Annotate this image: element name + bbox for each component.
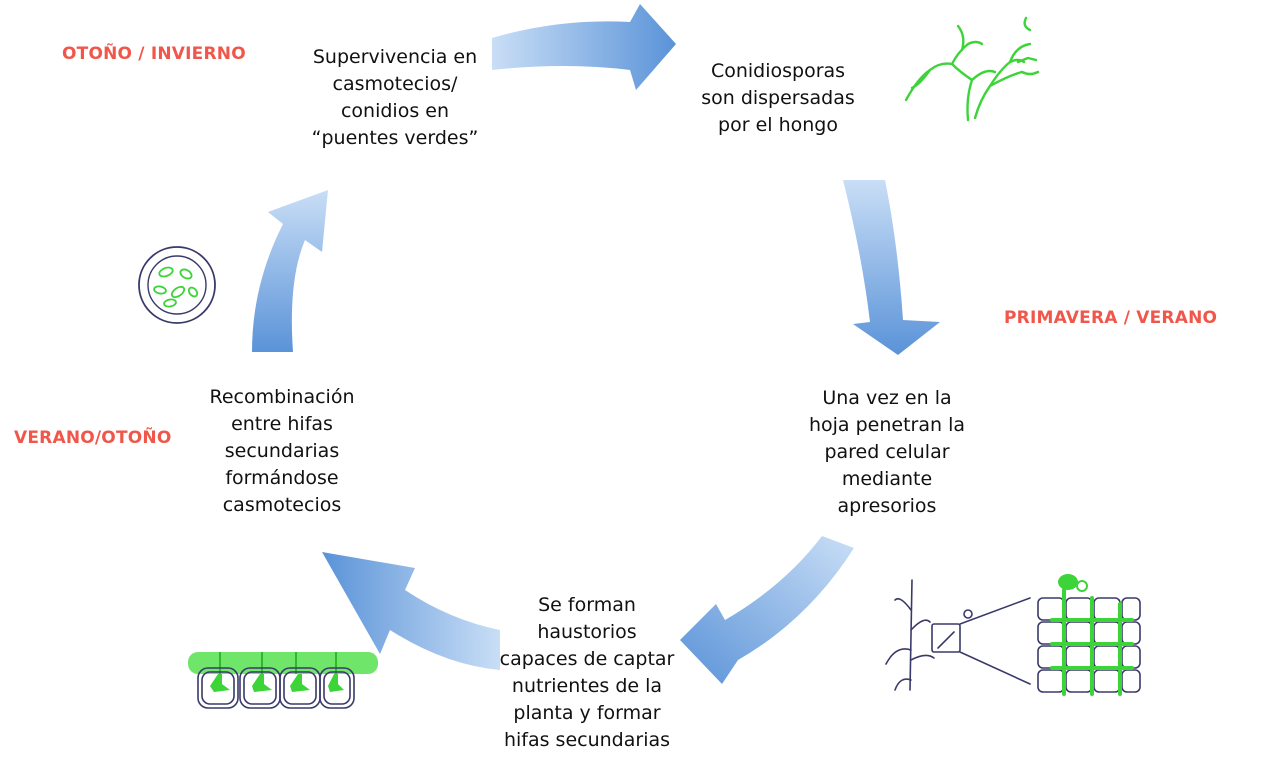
cleistothecium-sketch-icon	[138, 246, 216, 324]
step-survival-line: casmotecios/	[332, 73, 458, 95]
arrow-recombination-to-survival	[252, 190, 328, 352]
step-haustoria-line: hifas secundarias	[503, 729, 671, 751]
step-recombination-line: casmotecios	[222, 494, 342, 516]
step-recombination-line: secundarias	[224, 440, 340, 462]
leaf-cells-sketch-icon	[885, 574, 1141, 696]
arrow-penetration-to-haustoria	[680, 536, 854, 684]
season-label-summer-autumn: VERANO/OTOÑO	[14, 428, 172, 448]
step-penetration-line: hoja penetran la	[808, 414, 966, 436]
step-dispersal-line: son dispersadas	[701, 87, 855, 109]
step-survival-line: conidios en	[340, 100, 450, 122]
arrow-dispersal-to-penetration	[843, 180, 940, 355]
step-penetration-line: mediante	[841, 468, 933, 490]
step-dispersal-line: por el hongo	[718, 114, 838, 136]
step-recombination-line: entre hifas	[231, 413, 333, 435]
step-dispersal: Conidiosporas son dispersadas por el hon…	[688, 58, 868, 139]
step-haustoria-line: capaces de captar	[499, 648, 675, 670]
step-haustoria-line: haustorios	[537, 621, 637, 643]
step-dispersal-line: Conidiosporas	[710, 60, 846, 82]
step-haustoria-line: nutrientes de la	[511, 675, 663, 697]
step-haustoria: Se forman haustorios capaces de captar n…	[482, 592, 692, 754]
step-survival: Supervivencia en casmotecios/ conidios e…	[290, 44, 500, 152]
step-recombination-line: Recombinación	[209, 386, 355, 408]
arrow-haustoria-to-recombination	[322, 552, 500, 670]
step-recombination: Recombinación entre hifas secundarias fo…	[188, 384, 376, 519]
step-haustoria-line: planta y formar	[513, 702, 661, 724]
season-label-spring-summer: PRIMAVERA / VERANO	[1004, 308, 1218, 328]
step-penetration-line: Una vez en la	[822, 387, 952, 409]
step-penetration-line: pared celular	[824, 441, 950, 463]
conidiophore-sketch-icon	[904, 16, 1040, 122]
step-recombination-line: formándose	[225, 467, 339, 489]
step-survival-line: Supervivencia en	[312, 46, 478, 68]
step-haustoria-line: Se forman	[538, 594, 636, 616]
step-penetration-line: apresorios	[837, 495, 937, 517]
step-survival-line: “puentes verdes”	[311, 127, 479, 149]
step-penetration: Una vez en la hoja penetran la pared cel…	[792, 385, 982, 520]
season-label-autumn-winter: OTOÑO / INVIERNO	[62, 44, 246, 64]
arrow-survival-to-dispersal	[492, 4, 676, 90]
hyphae-haustoria-sketch-icon	[188, 652, 378, 709]
